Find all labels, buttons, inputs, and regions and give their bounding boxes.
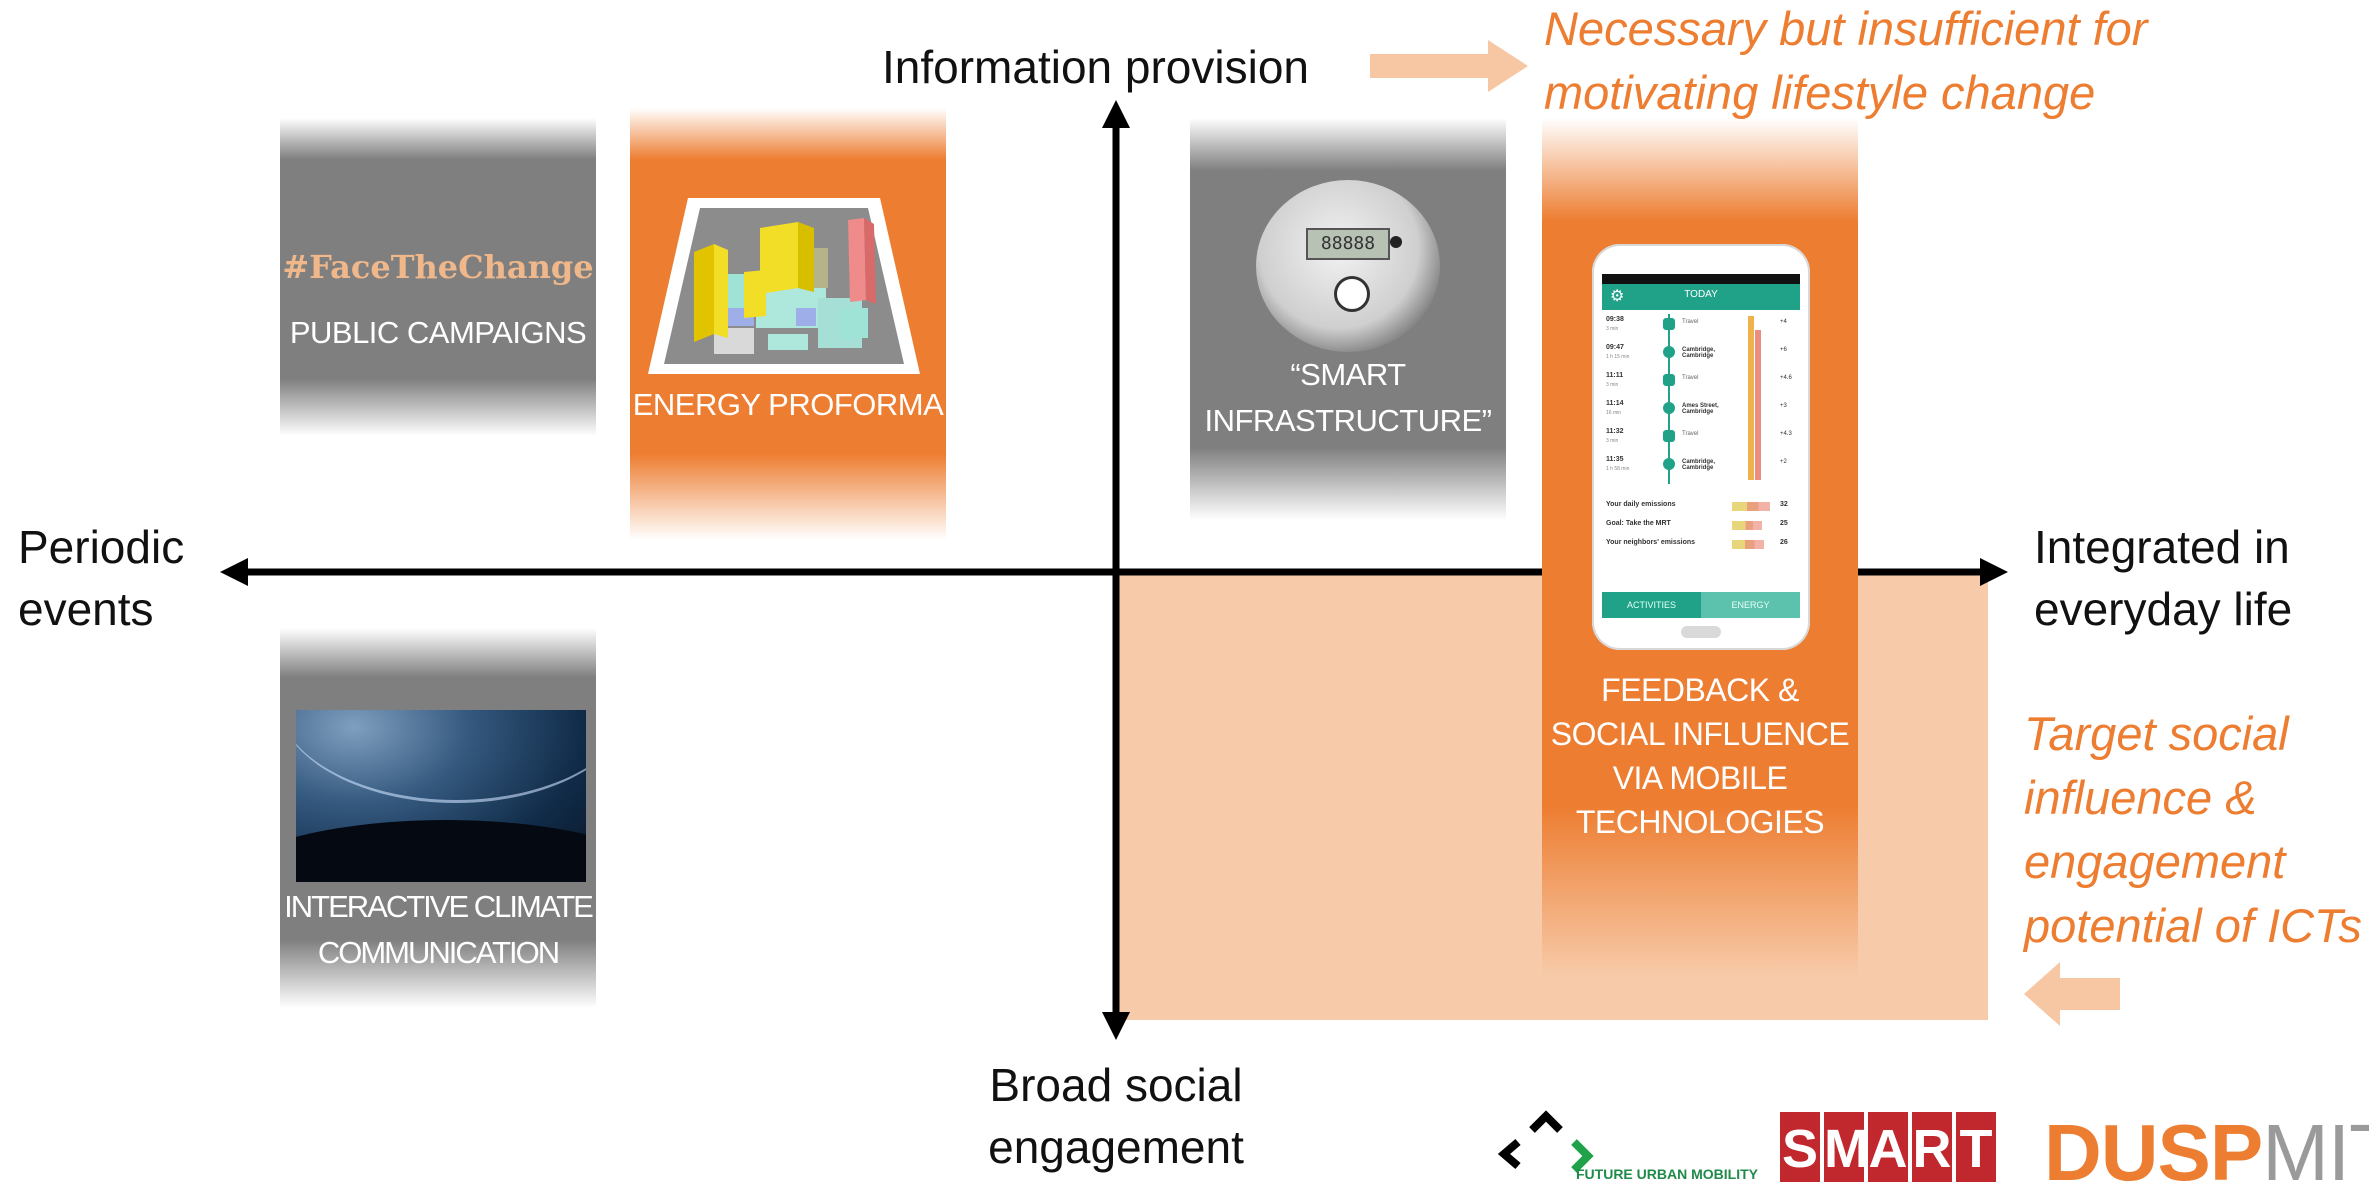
interactive-climate-line2: COMMUNICATION xyxy=(317,935,560,970)
card-feedback: ⚙ TODAY 09:38 3 min Travel +4 09:47 1 h … xyxy=(1542,118,1858,978)
emissions-bar-2 xyxy=(1755,330,1761,480)
axis-bottom-label: Broad social engagement xyxy=(956,1054,1276,1178)
smart-letter: T xyxy=(1956,1112,1996,1182)
card-energy-proforma: ENERGY PROFORMA xyxy=(630,108,946,540)
right-note-line1: Target social xyxy=(2024,707,2289,760)
fum-logo-mark xyxy=(1497,1110,1594,1173)
feedback-line1: FEEDBACK & xyxy=(1601,672,1799,708)
fum-logo: FUTURE URBAN MOBILITY xyxy=(1496,1102,1776,1182)
public-campaigns-label: PUBLIC CAMPAIGNS xyxy=(289,315,587,350)
stat-bar xyxy=(1732,521,1762,530)
app-header-title: TODAY xyxy=(1684,289,1718,300)
axis-left-label: Periodic events xyxy=(18,516,184,640)
activity-dot xyxy=(1663,458,1675,470)
axis-left-line2: events xyxy=(18,583,154,635)
top-note-line2: motivating lifestyle change xyxy=(1544,66,2096,119)
timeline-line xyxy=(1668,314,1670,484)
card-interactive-climate: INTERACTIVE CLIMATE COMMUNICATION xyxy=(280,628,596,1008)
right-note-line3: engagement xyxy=(2024,835,2286,888)
bottom-arrowhead xyxy=(1102,1012,1130,1040)
right-note: Target social influence & engagement pot… xyxy=(2024,702,2362,958)
earth-planetarium-image xyxy=(296,710,586,882)
timeline-row[interactable]: 11:32 3 min Travel +4.3 xyxy=(1606,428,1792,444)
card-public-campaigns: #FaceTheChange PUBLIC CAMPAIGNS xyxy=(280,118,596,436)
app-timeline: 09:38 3 min Travel +4 09:47 1 h 15 min C… xyxy=(1602,314,1800,482)
timeline-row[interactable]: 09:38 3 min Travel +4 xyxy=(1606,316,1787,332)
axis-left-line1: Periodic xyxy=(18,521,185,573)
smart-letter: S xyxy=(1780,1112,1820,1182)
activity-dot xyxy=(1663,374,1675,386)
timeline-row[interactable]: 09:47 1 h 15 min Cambridge, Cambridge +6 xyxy=(1606,344,1787,360)
axis-top-label: Information provision xyxy=(882,41,1309,93)
right-note-line2: influence & xyxy=(2024,771,2257,824)
energy-proforma-label: ENERGY PROFORMA xyxy=(632,387,944,422)
axis-right-line2: everyday life xyxy=(2034,583,2293,635)
stat-row: Your daily emissions 32 xyxy=(1602,498,1800,517)
right-arrowhead xyxy=(1980,558,2008,586)
dusp-text: DUSP xyxy=(2044,1110,2263,1182)
stat-bar xyxy=(1732,502,1770,511)
tab-energy[interactable]: ENERGY xyxy=(1701,592,1800,618)
interactive-climate-line1: INTERACTIVE CLIMATE xyxy=(284,889,594,924)
stat-row: Goal: Take the MRT 25 xyxy=(1602,517,1800,536)
timeline-row[interactable]: 11:35 1 h 58 min Cambridge, Cambridge +2 xyxy=(1606,456,1787,472)
app-stats: Your daily emissions 32 Goal: Take the M… xyxy=(1602,498,1800,555)
timeline-row[interactable]: 11:11 3 min Travel +4.6 xyxy=(1606,372,1792,388)
stat-row: Your neighbors' emissions 26 xyxy=(1602,536,1800,555)
feedback-line3: VIA MOBILE xyxy=(1612,760,1788,796)
smart-infrastructure-line2: INFRASTRUCTURE” xyxy=(1204,403,1493,438)
top-note-arrow xyxy=(1370,40,1528,92)
right-note-line4: potential of ICTs xyxy=(2024,899,2362,952)
top-note: Necessary but insufficient for motivatin… xyxy=(1544,0,2147,125)
mit-text: MIT xyxy=(2262,1110,2369,1182)
axis-bottom-line2: engagement xyxy=(988,1121,1244,1173)
fum-logo-text: FUTURE URBAN MOBILITY xyxy=(1576,1166,1758,1182)
activity-dot xyxy=(1663,346,1675,358)
gear-icon[interactable]: ⚙ xyxy=(1610,288,1625,305)
smart-letter: M xyxy=(1824,1112,1869,1182)
axis-right-label: Integrated in everyday life xyxy=(2034,516,2292,640)
meter-display: 88888 xyxy=(1306,228,1390,260)
smart-logo: S M A R T xyxy=(1780,1112,1996,1182)
activity-dot xyxy=(1663,430,1675,442)
tab-activities[interactable]: ACTIVITIES xyxy=(1602,592,1701,618)
app-header-bar: ⚙ TODAY xyxy=(1602,284,1800,310)
feedback-line2: SOCIAL INFLUENCE xyxy=(1550,716,1850,752)
home-button[interactable] xyxy=(1681,626,1721,638)
left-arrowhead xyxy=(220,558,248,586)
smart-infrastructure-line1: “SMART xyxy=(1290,357,1406,392)
axis-right-line1: Integrated in xyxy=(2034,521,2290,573)
face-the-change-hashtag: #FaceTheChange xyxy=(282,248,594,286)
timeline-row[interactable]: 11:14 16 min Ames Street, Cambridge +3 xyxy=(1606,400,1787,416)
phone-screen: ⚙ TODAY 09:38 3 min Travel +4 09:47 1 h … xyxy=(1602,284,1800,618)
stat-bar xyxy=(1732,540,1764,549)
right-note-arrow xyxy=(2024,962,2120,1026)
feedback-line4: TECHNOLOGIES xyxy=(1575,804,1825,840)
top-note-line1: Necessary but insufficient for xyxy=(1544,2,2148,55)
smart-letter: R xyxy=(1912,1112,1952,1182)
phone-image: ⚙ TODAY 09:38 3 min Travel +4 09:47 1 h … xyxy=(1592,244,1810,650)
dusp-mit-logo: DUSPMIT xyxy=(2044,1110,2369,1182)
activity-dot xyxy=(1663,318,1675,330)
card-smart-infrastructure: 88888 “SMART INFRASTRUCTURE” xyxy=(1190,118,1506,520)
top-arrowhead xyxy=(1102,100,1130,128)
smart-meter-image: 88888 xyxy=(1256,180,1440,352)
axis-bottom-line1: Broad social xyxy=(989,1059,1243,1111)
activity-dot xyxy=(1663,402,1675,414)
smart-letter: A xyxy=(1868,1112,1908,1182)
meter-dial xyxy=(1334,276,1370,312)
emissions-bar-1 xyxy=(1748,316,1754,480)
city-model-image xyxy=(648,198,920,374)
